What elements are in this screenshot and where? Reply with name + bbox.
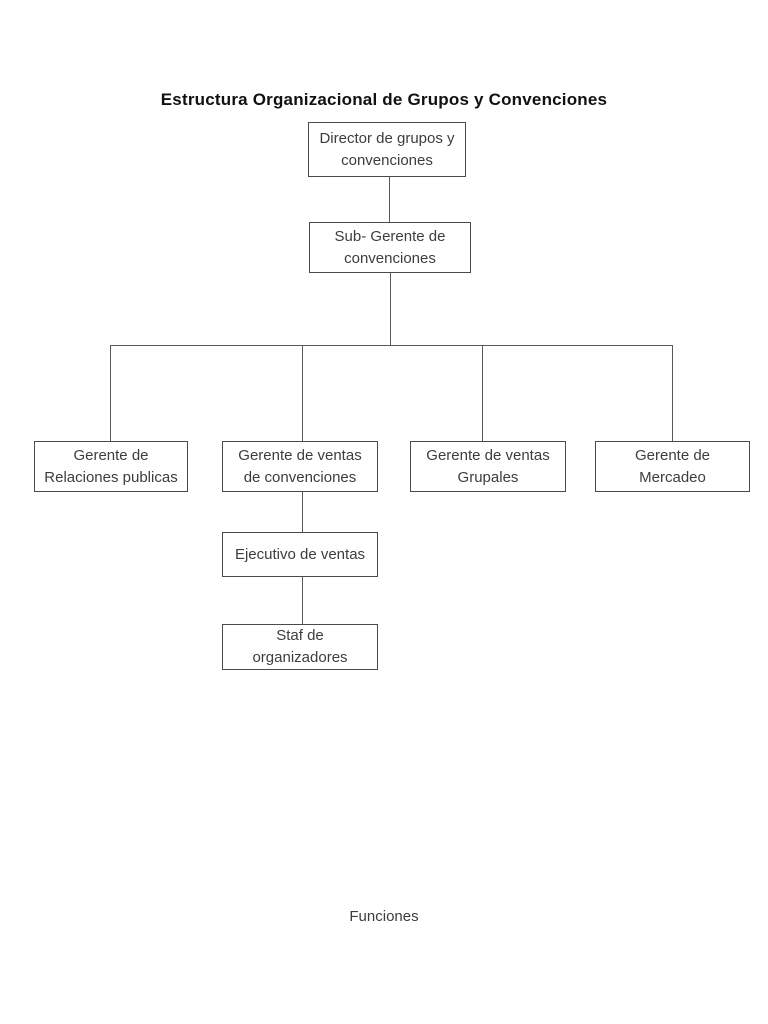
connector-subgerente-trunk: [390, 273, 391, 345]
connector-director-subgerente: [389, 177, 390, 222]
org-node-gerente-ventas-grupales: Gerente de ventas Grupales: [410, 441, 566, 492]
org-node-gerente-ventas-convenciones: Gerente de ventas de convenciones: [222, 441, 378, 492]
connector-horizontal-bar: [110, 345, 673, 346]
org-node-sub-gerente-convenciones: Sub- Gerente de convenciones: [309, 222, 471, 273]
org-node-director-de-grupos: Director de grupos y convenciones: [308, 122, 466, 177]
connector-ventas-ejecutivo: [302, 492, 303, 532]
connector-ejecutivo-staf: [302, 577, 303, 624]
connector-drop-relaciones: [110, 345, 111, 441]
funciones-label: Funciones: [349, 908, 419, 925]
org-node-ejecutivo-de-ventas: Ejecutivo de ventas: [222, 532, 378, 577]
org-node-gerente-mercadeo: Gerente de Mercadeo: [595, 441, 750, 492]
page-title: Estructura Organizacional de Grupos y Co…: [160, 90, 608, 109]
connector-drop-ventas-convenciones: [302, 345, 303, 441]
connector-drop-ventas-grupales: [482, 345, 483, 441]
org-node-gerente-relaciones-publicas: Gerente de Relaciones publicas: [34, 441, 188, 492]
org-node-staf-de-organizadores: Staf de organizadores: [222, 624, 378, 670]
connector-drop-mercadeo: [672, 345, 673, 441]
